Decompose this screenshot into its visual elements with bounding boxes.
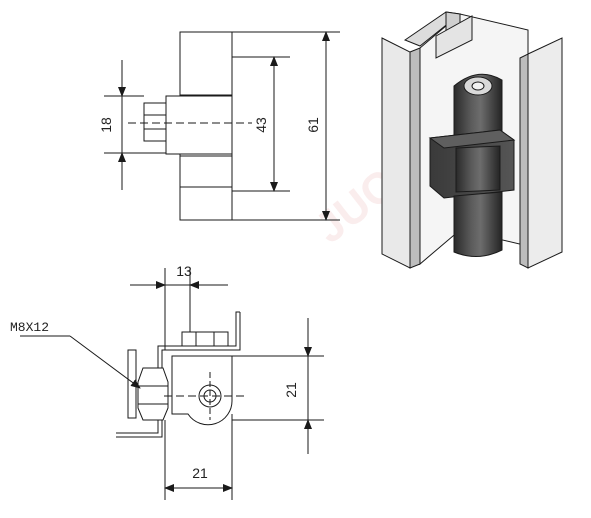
callout-leader	[69, 335, 141, 389]
dim-43-label: 43	[253, 117, 269, 133]
dim-21-horizontal-label: 21	[192, 465, 208, 481]
isometric-view	[381, 11, 563, 269]
hinge-lower-knuckle	[453, 191, 503, 257]
callout-m8x12-label: M8X12	[10, 320, 49, 335]
side-view-bracket	[116, 312, 241, 438]
dim-61-label: 61	[305, 117, 321, 133]
side-view-bolt-nut	[137, 367, 169, 421]
side-view	[20, 268, 324, 500]
top-view	[104, 31, 340, 221]
top-view-bolt-head	[143, 102, 167, 142]
dim-13-label: 13	[176, 263, 192, 279]
dim-21-vertical-label: 21	[283, 382, 299, 398]
side-view-knuckle	[171, 355, 233, 426]
dim-18-label: 18	[98, 117, 114, 133]
top-view-body	[165, 95, 233, 155]
